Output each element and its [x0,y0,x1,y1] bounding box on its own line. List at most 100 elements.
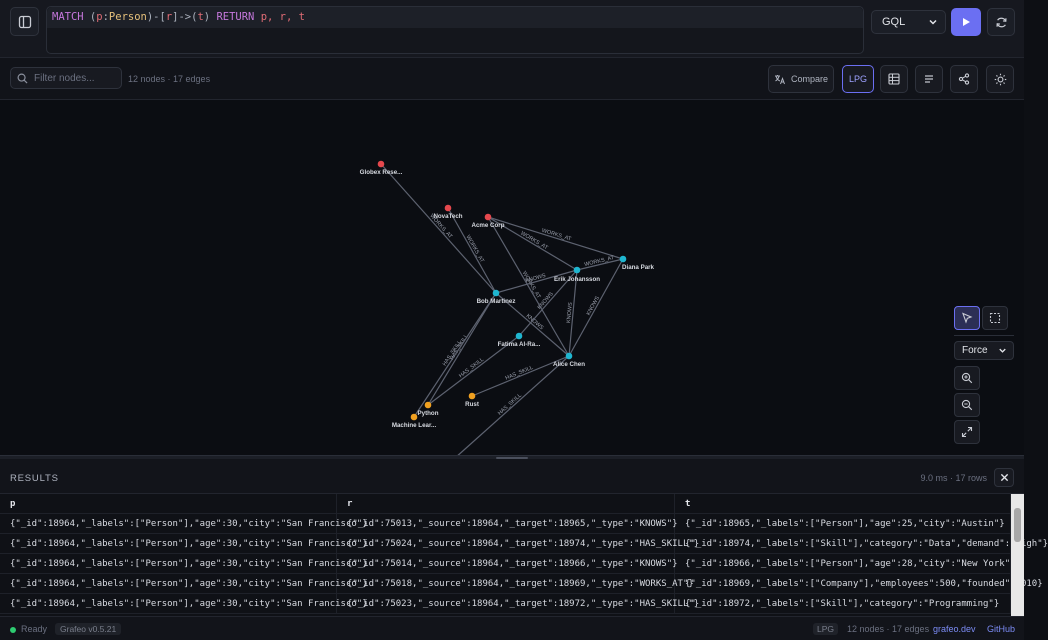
edge-label: WORKS_AT [584,255,616,268]
layout-select[interactable]: Force [954,341,1014,360]
table-view-button[interactable] [880,65,908,93]
node-label: Rust [465,401,479,408]
share-icon [958,73,970,85]
query-token: p [96,11,103,23]
graph-node-bob[interactable] [492,289,500,297]
graph-node-acme[interactable] [484,213,492,221]
graph-edge[interactable] [518,269,578,337]
fit-view-button[interactable] [954,420,980,444]
graph-node-rust[interactable] [468,392,476,400]
graph-edge[interactable] [487,216,624,260]
share-button[interactable] [950,65,978,93]
graph-node-fatima[interactable] [515,332,523,340]
zoom-out-button[interactable] [954,393,980,417]
zoom-in-icon [961,372,973,384]
column-header: p [0,494,337,514]
graph-edge[interactable] [427,292,497,406]
active-line-highlight [47,7,863,28]
graph-edge[interactable] [495,269,578,294]
graph-edge[interactable] [413,292,497,418]
table-cell: {"_id":18964,"_labels":["Person"],"age":… [0,514,368,534]
table-cell: {"_id":18964,"_labels":["Person"],"age":… [0,554,368,574]
language-select[interactable]: GQL [871,10,946,34]
graph-edge[interactable] [380,163,497,294]
node-label: Python [418,410,439,417]
edge-label: HAS_SKILL [458,357,485,380]
table-row[interactable]: {"_id":18964,"_labels":["Person"],"age":… [0,534,1048,554]
scrollbar-thumb[interactable] [1014,508,1021,542]
graph-edge[interactable] [487,216,570,357]
cursor-icon [962,312,973,324]
model-badge: LPG [813,623,839,635]
query-token: RETURN [216,11,255,23]
query-token: p, r, t [254,11,305,23]
query-token: Person [108,11,147,23]
refresh-button[interactable] [987,8,1015,36]
theme-toggle-button[interactable] [986,65,1014,93]
table-cell: {"_id":18964,"_labels":["Person"],"age":… [0,574,368,594]
graph-node-ml[interactable] [410,413,418,421]
version-badge: Grafeo v0.5.21 [55,623,122,635]
list-view-button[interactable] [915,65,943,93]
results-scrollbar[interactable] [1011,494,1024,616]
compare-button[interactable]: Compare [768,65,834,93]
sidebar-toggle-button[interactable] [10,7,39,36]
graph-node-python[interactable] [424,401,432,409]
query-editor[interactable]: MATCH (p:Person)-[r]->(t) RETURN p, r, t [46,6,864,54]
graph-edge[interactable] [427,335,520,406]
query-token: )-[ [146,11,166,23]
table-row[interactable]: {"_id":18964,"_labels":["Person"],"age":… [0,594,1011,614]
lpg-label: LPG [848,74,867,84]
node-label: Globex Rese... [360,169,403,176]
table-cell: {"_id":18964,"_labels":["Person"],"age":… [0,534,368,554]
graph-edge[interactable] [487,216,578,271]
table-row[interactable]: {"_id":18964,"_labels":["Person"],"age":… [0,554,1016,574]
status-bar: Ready Grafeo v0.5.21 LPG 12 nodes · 17 e… [0,616,1024,640]
graph-edge[interactable] [568,269,578,357]
graph-edge[interactable] [447,207,497,294]
status-text: Ready [21,624,48,634]
table-cell: {"_id":75013,"_source":18964,"_target":1… [337,514,678,534]
graph-edge[interactable] [576,258,624,271]
chevron-down-icon [999,348,1006,353]
chevron-down-icon [929,19,937,25]
graph-edge[interactable] [454,355,570,459]
github-link[interactable]: GitHub [987,624,1016,634]
zoom-out-icon [961,399,973,411]
box-select-tool-button[interactable] [982,306,1008,330]
site-link[interactable]: grafeo.dev [933,624,976,634]
query-token: : [102,11,109,23]
list-icon [925,75,933,83]
graph-node-alice[interactable] [565,352,573,360]
column-header: r [337,494,675,514]
run-query-button[interactable] [951,8,981,36]
query-token: MATCH [52,11,84,23]
table-cell: {"_id":75018,"_source":18964,"_target":1… [337,574,694,594]
query-text[interactable]: MATCH (p:Person)-[r]->(t) RETURN p, r, t [52,11,305,23]
graph-node-globex[interactable] [377,160,385,168]
box-select-icon [989,312,1001,324]
graph-node-erik[interactable] [573,266,581,274]
lpg-button[interactable]: LPG [842,65,874,93]
sun-icon [994,73,1006,85]
results-meta: 9.0 ms · 17 rows [920,473,987,483]
column-header: t [675,494,1011,514]
zoom-in-button[interactable] [954,366,980,390]
graph-node-diana[interactable] [619,255,627,263]
graph-edge[interactable] [471,355,570,397]
filter-nodes[interactable] [10,67,122,89]
graph-edge[interactable] [568,258,624,357]
filter-nodes-input[interactable] [34,72,118,84]
table-row[interactable]: {"_id":18964,"_labels":["Person"],"age":… [0,514,1011,534]
results-resize-handle[interactable] [0,455,1024,459]
graph-node-novatech[interactable] [444,204,452,212]
select-tool-button[interactable] [954,306,980,330]
close-results-button[interactable] [994,468,1014,487]
table-row[interactable]: {"_id":18964,"_labels":["Person"],"age":… [0,574,1043,594]
graph-edge[interactable] [495,292,570,357]
translate-icon [774,74,785,84]
resize-grip [496,457,528,459]
